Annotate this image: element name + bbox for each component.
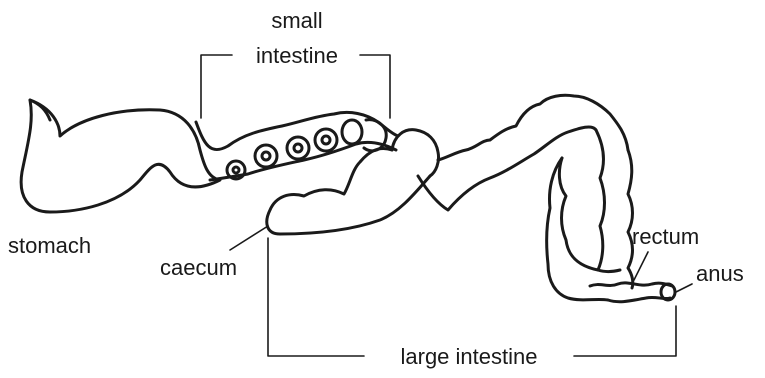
small-intestine-label-line2: intestine <box>256 43 338 68</box>
large-intestine-bracket <box>268 238 676 356</box>
small-intestine-coil <box>342 120 362 144</box>
anus-leader-line <box>676 284 692 292</box>
small-intestine-coil-core <box>262 152 270 160</box>
small-intestine-coil <box>287 137 309 159</box>
transverse-colon-lower <box>418 127 596 210</box>
descending-colon-inner <box>596 130 620 272</box>
small-intestine-organ <box>196 112 398 180</box>
rectum-shape <box>590 283 672 286</box>
stomach-shape <box>21 100 220 212</box>
small-intestine-label-line1: small <box>271 8 322 33</box>
stomach-organ <box>21 100 220 212</box>
small-intestine-bracket-right <box>360 55 390 118</box>
transverse-colon-upper <box>438 95 628 160</box>
large-intestine-label: large intestine <box>401 344 538 369</box>
small-intestine-bracket-left <box>201 55 232 118</box>
descending-colon-outer <box>628 150 633 288</box>
caecum-label: caecum <box>160 255 237 280</box>
sigmoid-colon-outer <box>559 158 598 270</box>
small-intestine-coil-core <box>233 167 239 173</box>
small-intestine-coil-core <box>322 136 330 144</box>
large-intestine-bracket-right <box>574 306 676 356</box>
small-intestine-coil <box>255 145 277 167</box>
rectum-label: rectum <box>632 224 699 249</box>
caecum-leader-line <box>230 226 268 250</box>
rectum-leader-line <box>634 252 648 280</box>
small-intestine-loop <box>364 120 386 151</box>
ileocaecal-junction <box>392 130 439 176</box>
stomach-label: stomach <box>8 233 91 258</box>
large-intestine-bracket-left <box>268 238 364 356</box>
anus-label: anus <box>696 261 744 286</box>
small-intestine-coil <box>315 129 337 151</box>
small-intestine-coil-core <box>294 144 302 152</box>
large-intestine-organ <box>267 95 675 301</box>
